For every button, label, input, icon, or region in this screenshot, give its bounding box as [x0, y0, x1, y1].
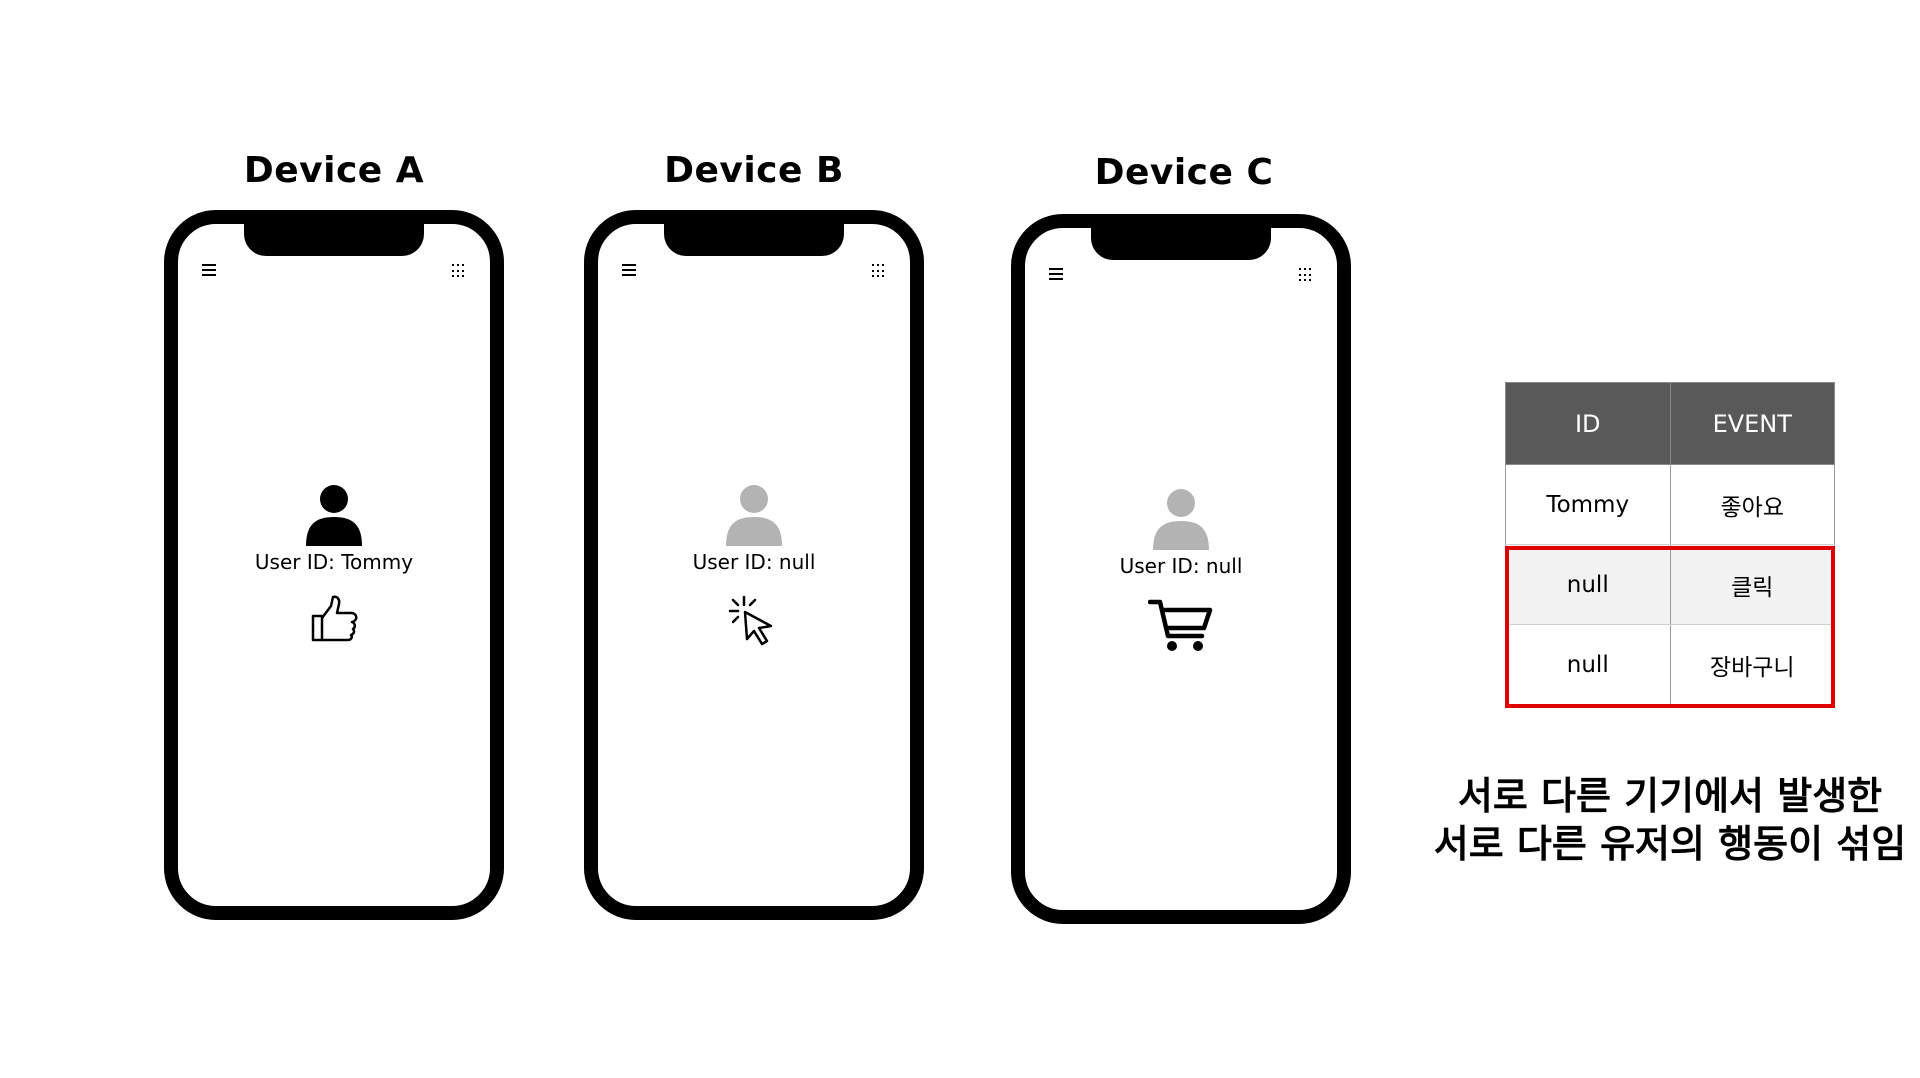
table-row: null 클릭: [1505, 544, 1835, 625]
device-c-title: Device C: [1094, 152, 1274, 193]
table-header-row: ID EVENT: [1505, 382, 1835, 465]
device-b-title: Device B: [664, 150, 844, 191]
table-cell-id: Tommy: [1505, 464, 1671, 545]
menu-icon: [202, 264, 216, 276]
apps-grid-icon: [1299, 268, 1313, 282]
device-c-phone: User ID: null: [1011, 214, 1351, 924]
menu-icon: [622, 264, 636, 276]
user-id-label: User ID: Tommy: [254, 550, 414, 574]
table-header-id: ID: [1505, 382, 1671, 465]
table-cell-event: 좋아요: [1669, 464, 1835, 545]
user-block: User ID: null: [1025, 488, 1337, 654]
phone-notch: [244, 222, 424, 256]
user-avatar-icon: [726, 485, 782, 546]
menu-icon: [1049, 268, 1063, 280]
apps-grid-icon: [452, 264, 466, 278]
user-id-label: User ID: null: [1119, 554, 1243, 578]
user-avatar-icon: [306, 485, 362, 546]
thumbs-up-icon: [311, 595, 358, 642]
caption-line-2: 서로 다른 유저의 행동이 섞임: [1433, 822, 1907, 866]
user-avatar-icon: [1153, 489, 1209, 550]
table-row: Tommy 좋아요: [1505, 464, 1835, 545]
caption-line-1: 서로 다른 기기에서 발생한: [1457, 774, 1883, 818]
apps-grid-icon: [872, 264, 886, 278]
caption: 서로 다른 기기에서 발생한 서로 다른 유저의 행동이 섞임: [1420, 772, 1920, 868]
shopping-cart-icon: [1148, 599, 1213, 651]
table-cell-event: 장바구니: [1669, 624, 1835, 705]
event-table: ID EVENT Tommy 좋아요 null 클릭 null 장바구니: [1505, 382, 1835, 705]
table-row: null 장바구니: [1505, 624, 1835, 705]
phone-notch: [664, 222, 844, 256]
device-a-phone: User ID: Tommy: [164, 210, 504, 920]
phone-notch: [1091, 226, 1271, 260]
table-header-event: EVENT: [1669, 382, 1835, 465]
table-cell-id: null: [1505, 544, 1671, 625]
user-id-label: User ID: null: [692, 550, 816, 574]
click-cursor-icon: [728, 595, 773, 646]
user-block: User ID: Tommy: [178, 484, 490, 644]
device-b-phone: User ID: null: [584, 210, 924, 920]
table-cell-event: 클릭: [1669, 544, 1835, 625]
table-cell-id: null: [1505, 624, 1671, 705]
device-a-title: Device A: [243, 150, 425, 191]
user-block: User ID: null: [598, 484, 910, 648]
